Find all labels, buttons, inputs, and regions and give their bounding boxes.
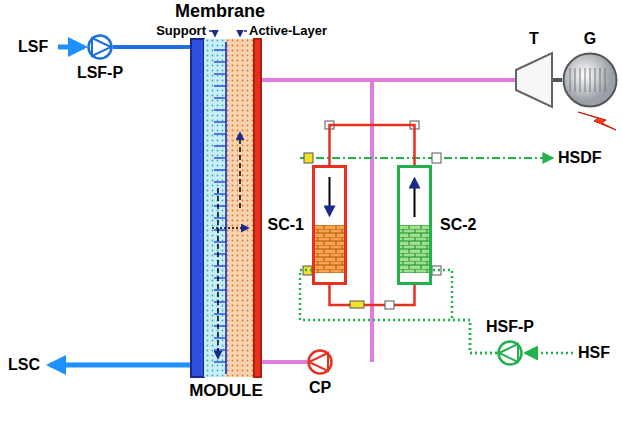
pump-symbol — [497, 340, 523, 366]
turbine-symbol: T — [515, 52, 553, 108]
stream-label: LSC — [8, 356, 40, 374]
feed-arrow — [58, 45, 84, 50]
flow-line — [432, 270, 497, 353]
flow-line — [553, 78, 562, 82]
feed-line — [526, 352, 573, 355]
node-label: LSF-P — [77, 64, 123, 82]
part-label: Support — [156, 24, 206, 38]
stream-label: LSF — [18, 38, 48, 56]
generator-symbol — [562, 52, 618, 108]
membrane-module — [190, 38, 262, 378]
pump-symbol — [307, 349, 333, 375]
chamber-column — [397, 165, 432, 285]
electricity-symbol — [578, 112, 616, 130]
valve-symbol — [303, 121, 441, 309]
membrane-module: MODULE — [190, 38, 262, 378]
flow-line — [262, 360, 307, 364]
pump-symbol: HSF-P — [497, 340, 523, 366]
chamber-column: SC-2 — [397, 165, 432, 285]
leader-line — [240, 31, 247, 36]
outlet-arrow — [50, 363, 190, 368]
node-label: G — [584, 30, 596, 48]
chamber-column: SC-1 — [312, 165, 347, 285]
leader-line — [209, 31, 215, 36]
node-label: T — [529, 30, 539, 48]
flow-line — [262, 78, 515, 82]
flow-line — [330, 125, 415, 165]
chamber-line — [330, 285, 415, 305]
node-label: SC-2 — [440, 216, 476, 234]
discharge-line — [300, 157, 552, 159]
chamber-column — [312, 165, 347, 285]
turbine-symbol — [515, 52, 553, 108]
pump-symbol: LSF-P — [87, 34, 113, 60]
part-label: Membrane — [175, 2, 265, 22]
node-label: SC-1 — [268, 216, 304, 234]
stream-label: HSDF — [558, 149, 602, 167]
stream-label: HSF — [578, 344, 610, 362]
generator-symbol: G — [562, 52, 618, 108]
flow-line — [113, 45, 190, 49]
node-label: MODULE — [189, 382, 263, 401]
pump-symbol — [87, 34, 113, 60]
pump-symbol: CP — [307, 349, 333, 375]
part-label: Active-Layer — [249, 24, 327, 38]
node-label: HSF-P — [486, 318, 534, 336]
node-label: CP — [309, 379, 331, 397]
